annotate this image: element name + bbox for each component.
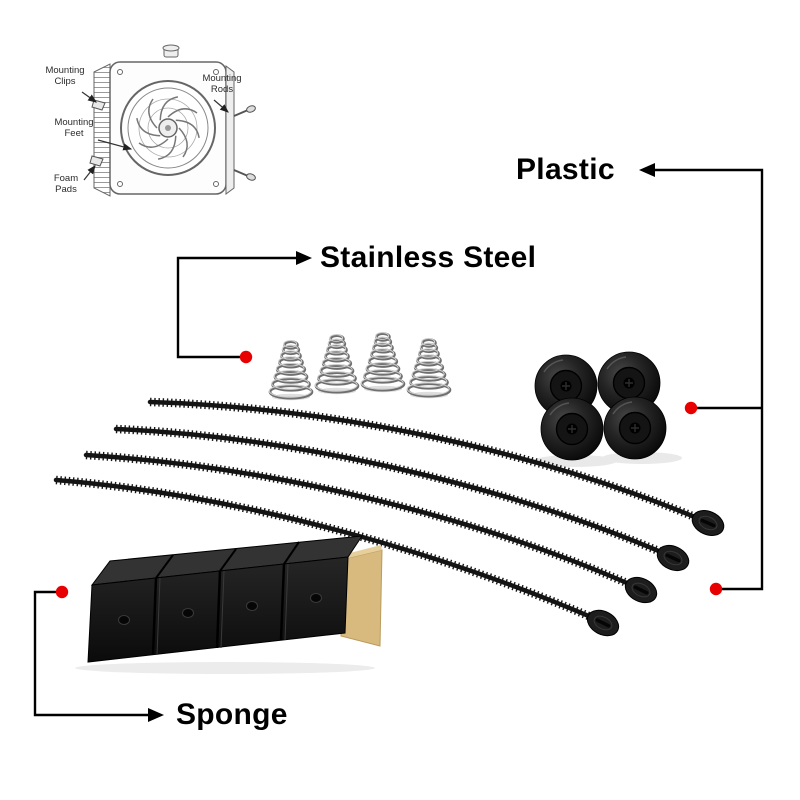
red-dot-foam [55,585,69,599]
plastic-disc-icon [540,397,604,461]
coil-spring-icon [360,332,406,393]
plastic-discs-photo [533,351,682,467]
diagram-label-mounting-feet: Mounting Feet [54,117,94,139]
label-sponge: Sponge [176,698,288,731]
mounting-rod-mark [233,109,249,117]
coil-spring-icon [314,334,360,395]
foam-pad-mark [89,155,104,167]
callout-sponge [33,585,164,722]
mounting-rod-tie-icon [147,397,729,541]
arrow-icon [296,251,312,265]
springs-photo [268,332,452,401]
diagram-label-mounting-rods: Mounting Rods [202,73,242,95]
coil-spring-icon [268,340,314,401]
radiator-diagram [81,44,256,197]
mounting-rod-tie-icon [113,424,694,576]
mounting-rod-tie-icon [83,450,662,609]
foam-block-photo [75,535,383,674]
diagram-leader-arrows [81,91,229,181]
mounting-rod-tie-icon [53,475,624,642]
foam-dimples [118,593,322,625]
coil-spring-icon [406,338,452,399]
red-dot-rod-heads [709,582,723,596]
label-plastic: Plastic [516,153,615,186]
rod-ties-photo [53,397,729,642]
arrow-icon [148,708,164,722]
plastic-disc-icon [603,396,667,460]
radiator-side [225,65,235,195]
diagram-label-foam-pads: Foam Pads [53,173,79,195]
red-dot-discs [684,401,698,415]
callout-stainless-steel [176,251,312,364]
arrow-icon [639,163,655,177]
red-dot-springs [239,350,253,364]
callout-plastic [639,163,764,596]
label-stainless-steel: Stainless Steel [320,241,537,274]
diagram-label-mounting-clips: Mounting Clips [45,65,85,87]
foam-cut-lines [151,563,286,656]
fan-blades [136,96,200,160]
